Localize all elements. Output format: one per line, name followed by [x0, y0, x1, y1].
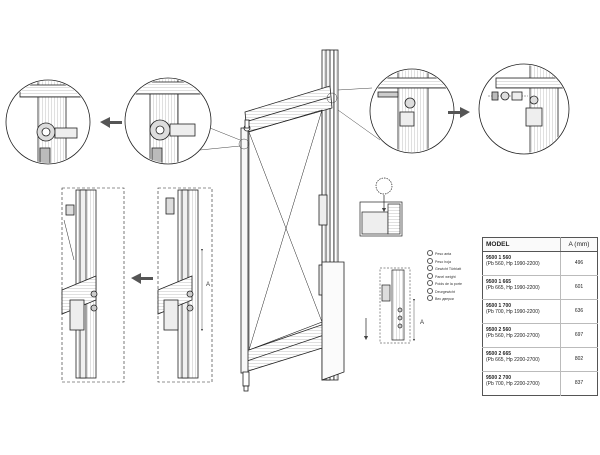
table-row: 9500 1 700(Pb 700, Hp 1990-2200)636 [482, 299, 598, 324]
legend-marker-icon [427, 287, 433, 294]
a-value: 837 [560, 371, 598, 396]
arrow-right-2 [448, 107, 470, 118]
main-door-frame [240, 49, 345, 392]
model-code: 9500 2 665 [486, 351, 512, 357]
model-spec: (Pb 560, Hp 2200-2700) [486, 333, 540, 340]
legend-item: Peso hoja [427, 257, 487, 266]
model-cell: 9500 1 665(Pb 665, Hp 1990-2200) [482, 275, 561, 300]
legend-item: Peso anta [427, 250, 487, 258]
model-spec: (Pb 560, Hp 1990-2200) [486, 261, 540, 268]
detail-circle-3 [369, 68, 455, 154]
header-model: MODEL [482, 237, 561, 252]
table-row: 9500 2 665(Pb 665, Hp 2200-2700)802 [482, 347, 598, 372]
detail-inset-profile [359, 177, 403, 237]
legend-marker-icon [427, 272, 433, 279]
legend-marker-icon [427, 265, 433, 272]
leader-lines [199, 87, 381, 151]
legend-label: Gewicht Türblatt [435, 267, 462, 272]
legend-label: Peso anta [435, 252, 452, 256]
detail-circle-1 [5, 79, 91, 165]
a-value: 802 [560, 347, 598, 372]
legend-label: Panel weight [435, 274, 456, 279]
table-row: 9500 1 665(Pb 665, Hp 1990-2200)601 [482, 275, 598, 300]
model-cell: 9500 2 560(Pb 560, Hp 2200-2700) [482, 323, 561, 348]
arrow-left-3 [131, 273, 153, 284]
model-code: 9500 1 560 [486, 255, 512, 261]
arrow-left-1 [100, 117, 122, 128]
model-spec: (Pb 665, Hp 2200-2700) [486, 357, 540, 364]
table-row: 9500 1 560(Pb 560, Hp 1990-2200)496 [482, 251, 598, 276]
legend-label: Вес дверки [435, 297, 454, 302]
model-cell: 9500 1 560(Pb 560, Hp 1990-2200) [482, 251, 561, 276]
a-value: 601 [560, 275, 598, 300]
a-value: 636 [560, 299, 598, 324]
model-table: MODEL A (mm) 9500 1 560(Pb 560, Hp 1990-… [482, 237, 598, 396]
dimension-a-left: A [206, 282, 210, 288]
a-value: 697 [560, 323, 598, 348]
model-code: 9500 1 665 [486, 279, 512, 285]
model-spec: (Pb 665, Hp 1990-2200) [486, 285, 540, 292]
legend-label: Deurgewicht [435, 289, 455, 294]
legend-item: Poids de la porte [427, 280, 487, 288]
legend-label: Poids de la porte [435, 282, 462, 287]
legend-item: Deurgewicht [427, 287, 487, 296]
model-spec: (Pb 700, Hp 2200-2700) [486, 381, 540, 388]
step-arrows [100, 107, 470, 284]
a-value: 496 [560, 251, 598, 276]
detail-inset-bracket [363, 267, 416, 344]
dimension-a-right: A [420, 320, 424, 326]
legend-item: Panel weight [427, 272, 487, 281]
detail-box-middle [157, 187, 213, 383]
legend-marker-icon [427, 295, 433, 302]
model-cell: 9500 2 700(Pb 700, Hp 2200-2700) [483, 372, 561, 396]
table-row: 9500 2 700(Pb 700, Hp 2200-2700)837 [483, 371, 598, 396]
legend-marker-icon [427, 280, 433, 287]
header-a: A (mm) [560, 237, 598, 252]
legend-marker-icon [427, 250, 433, 256]
model-code: 9500 1 700 [486, 303, 512, 309]
legend-item: Вес дверки [427, 295, 487, 303]
legend-label: Peso hoja [435, 259, 451, 264]
table-row: 9500 2 560(Pb 560, Hp 2200-2700)697 [482, 323, 598, 348]
model-code: 9500 2 700 [486, 375, 512, 381]
model-code: 9500 2 560 [486, 327, 512, 333]
model-spec: (Pb 700, Hp 1990-2200) [486, 309, 540, 316]
model-cell: 9500 2 665(Pb 665, Hp 2200-2700) [482, 347, 561, 372]
detail-box-left [61, 187, 125, 383]
legend-marker-icon [427, 257, 433, 264]
detail-circle-2 [124, 77, 212, 165]
detail-circle-4 [478, 63, 570, 155]
legend-item: Gewicht Türblatt [427, 265, 487, 273]
model-cell: 9500 1 700(Pb 700, Hp 1990-2200) [482, 299, 561, 324]
